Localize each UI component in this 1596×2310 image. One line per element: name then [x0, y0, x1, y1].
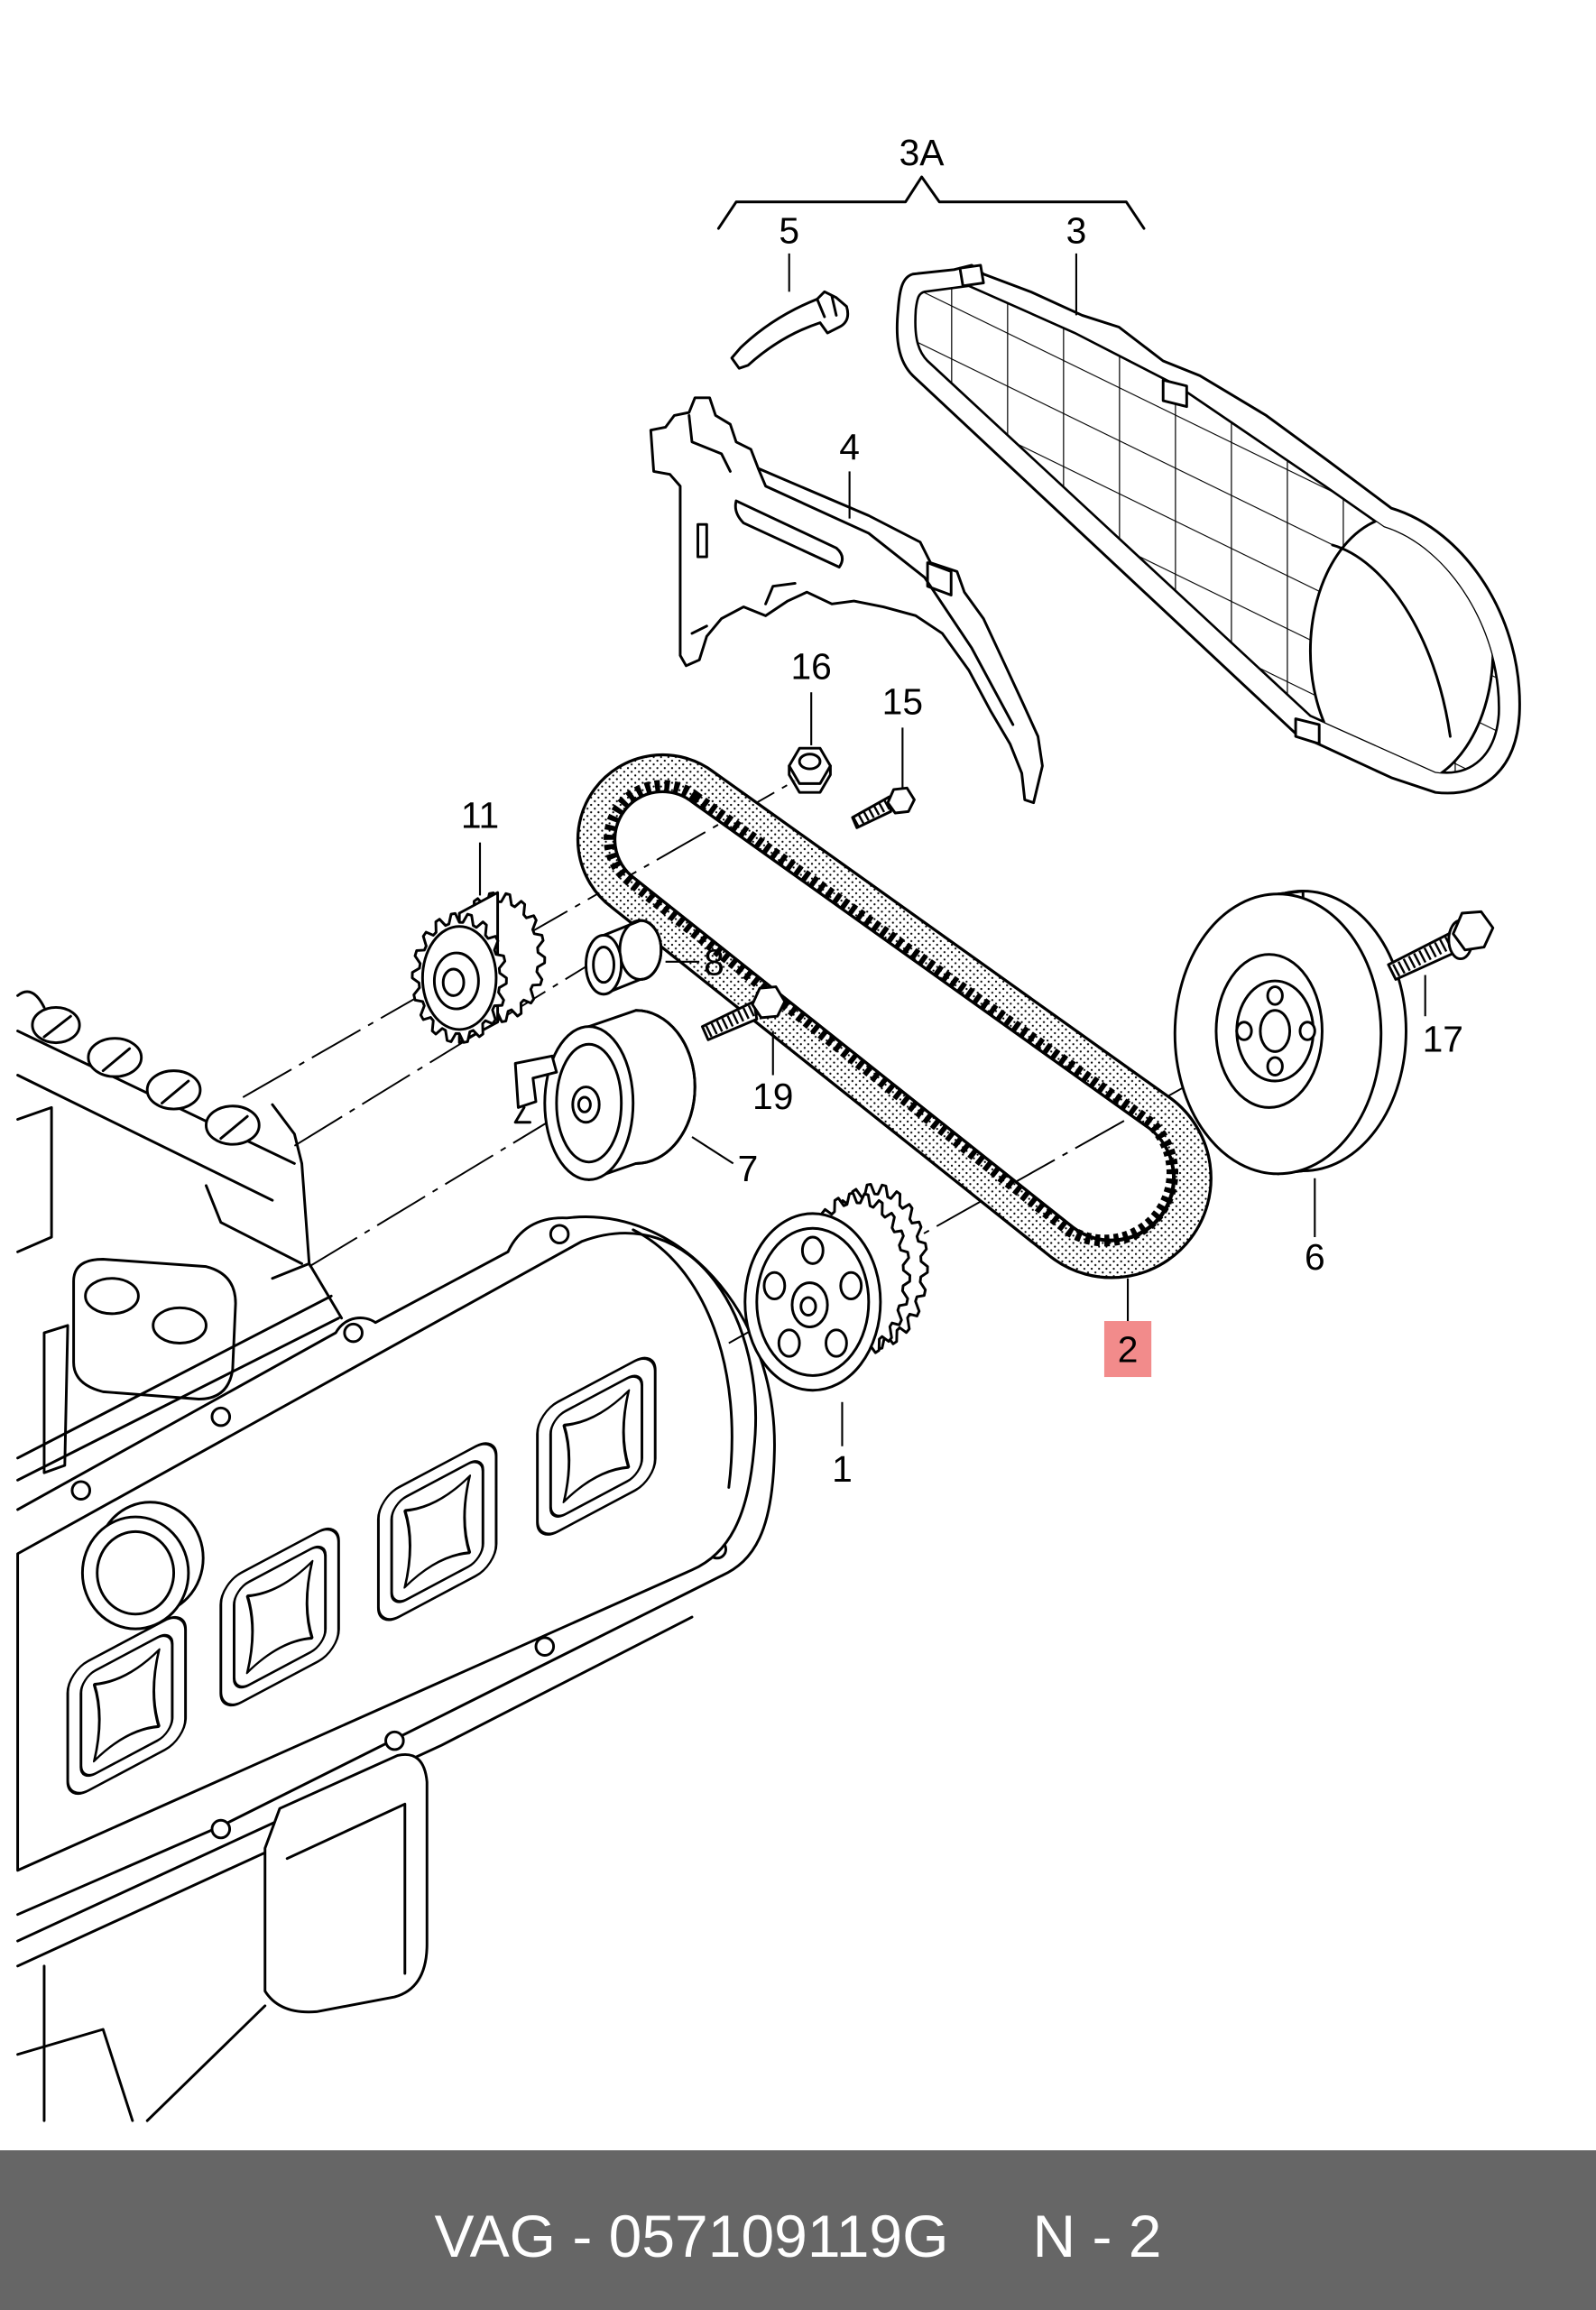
part-number-label: VAG - 057109119G [434, 2202, 949, 2269]
valve-cover-pad [219, 1527, 340, 1707]
footer-bar: VAG - 057109119G N - 2 [0, 2150, 1596, 2310]
bolt-part-15 [851, 786, 916, 829]
group-bracket-3A [716, 175, 1146, 230]
callout-1: 1 [832, 1448, 853, 1490]
callout-15: 15 [882, 681, 923, 723]
callout-19: 19 [752, 1076, 793, 1117]
engine-assembly [16, 990, 776, 2122]
callout-3: 3 [1066, 209, 1087, 251]
exploded-parts-diagram: 3A 5 3 4 16 15 11 8 17 19 7 6 2 1 [16, 132, 1521, 2122]
callout-16: 16 [790, 646, 831, 688]
callout-17: 17 [1423, 1018, 1463, 1059]
rear-cover-part-4 [649, 396, 1044, 805]
nut-part-16 [788, 746, 832, 794]
highlighted-callout-box [1103, 1321, 1152, 1378]
bolt-part-17 [1387, 910, 1495, 981]
callout-2: 2 [1118, 1329, 1139, 1371]
timing-belt-part-2 [576, 753, 1213, 1280]
callout-5: 5 [779, 209, 799, 251]
callout-8: 8 [704, 942, 724, 984]
valve-cover-pad [536, 1356, 657, 1536]
vibration-damper-part-6 [1173, 890, 1407, 1176]
callout-7: 7 [738, 1148, 759, 1189]
callout-4: 4 [839, 426, 860, 467]
bushing-part-8 [585, 919, 663, 996]
sprocket-part-11 [411, 891, 547, 1045]
tensioner-pulley-part-7 [513, 1009, 697, 1181]
bolt-part-19 [700, 985, 787, 1041]
callout-3A: 3A [899, 132, 946, 173]
callout-leader-lines [478, 253, 1426, 1446]
crankshaft-sprocket-part-1 [743, 1182, 929, 1392]
clip-part-5 [730, 290, 850, 370]
callout-6: 6 [1305, 1236, 1325, 1278]
callout-labels: 3A 5 3 4 16 15 11 8 17 19 7 6 2 1 [461, 132, 1463, 1490]
callout-11: 11 [461, 794, 499, 836]
valve-cover-pad [66, 1615, 188, 1796]
position-label: N - 2 [1032, 2202, 1162, 2269]
valve-cover-pad [376, 1442, 498, 1622]
timing-belt-cover-part-3 [895, 263, 1521, 795]
oil-filler-neck [80, 1501, 205, 1631]
